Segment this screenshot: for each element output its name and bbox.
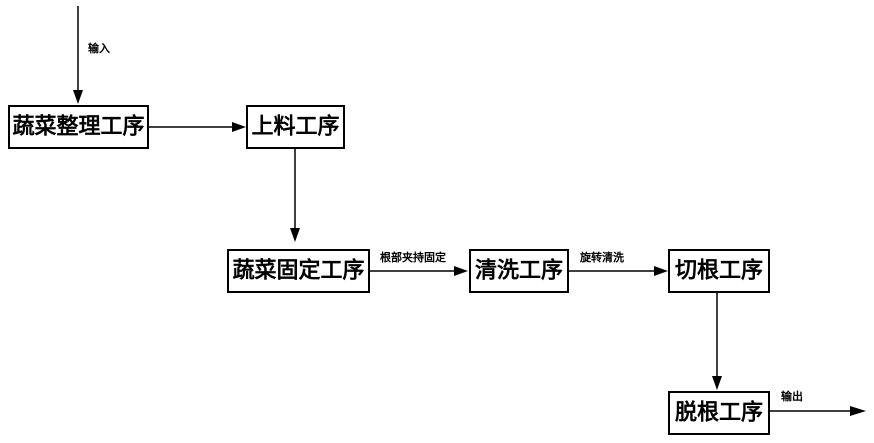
edge-cutting-to-removal	[712, 292, 722, 390]
edge-sorting-to-loading	[148, 122, 246, 132]
edge-label-root-clamping: 根部夹持固定	[380, 250, 446, 264]
edge-input: 输入	[73, 6, 110, 104]
node-loading: 上料工序	[247, 106, 344, 148]
edge-cleaning-to-cutting: 旋转清洗	[568, 250, 668, 276]
edge-fixing-to-cleaning: 根部夹持固定	[369, 250, 468, 276]
node-label-root-removal: 脱根工序	[675, 400, 763, 426]
node-label-vegetable-fixing: 蔬菜固定工序	[232, 258, 364, 284]
node-root-removal: 脱根工序	[669, 392, 769, 434]
node-root-cutting: 切根工序	[669, 250, 769, 292]
node-label-loading: 上料工序	[251, 114, 339, 140]
edge-label-output: 输出	[781, 389, 803, 403]
edge-loading-to-fixing	[290, 148, 300, 242]
node-vegetable-sorting: 蔬菜整理工序	[9, 106, 148, 148]
node-label-root-cutting: 切根工序	[675, 258, 763, 284]
edge-label-rotary-washing: 旋转清洗	[579, 250, 624, 264]
edge-output: 输出	[769, 389, 866, 416]
node-label-vegetable-sorting: 蔬菜整理工序	[12, 114, 144, 140]
edge-label-input: 输入	[88, 41, 110, 55]
node-cleaning: 清洗工序	[470, 250, 568, 292]
node-label-cleaning: 清洗工序	[475, 258, 563, 284]
node-vegetable-fixing: 蔬菜固定工序	[228, 250, 369, 292]
